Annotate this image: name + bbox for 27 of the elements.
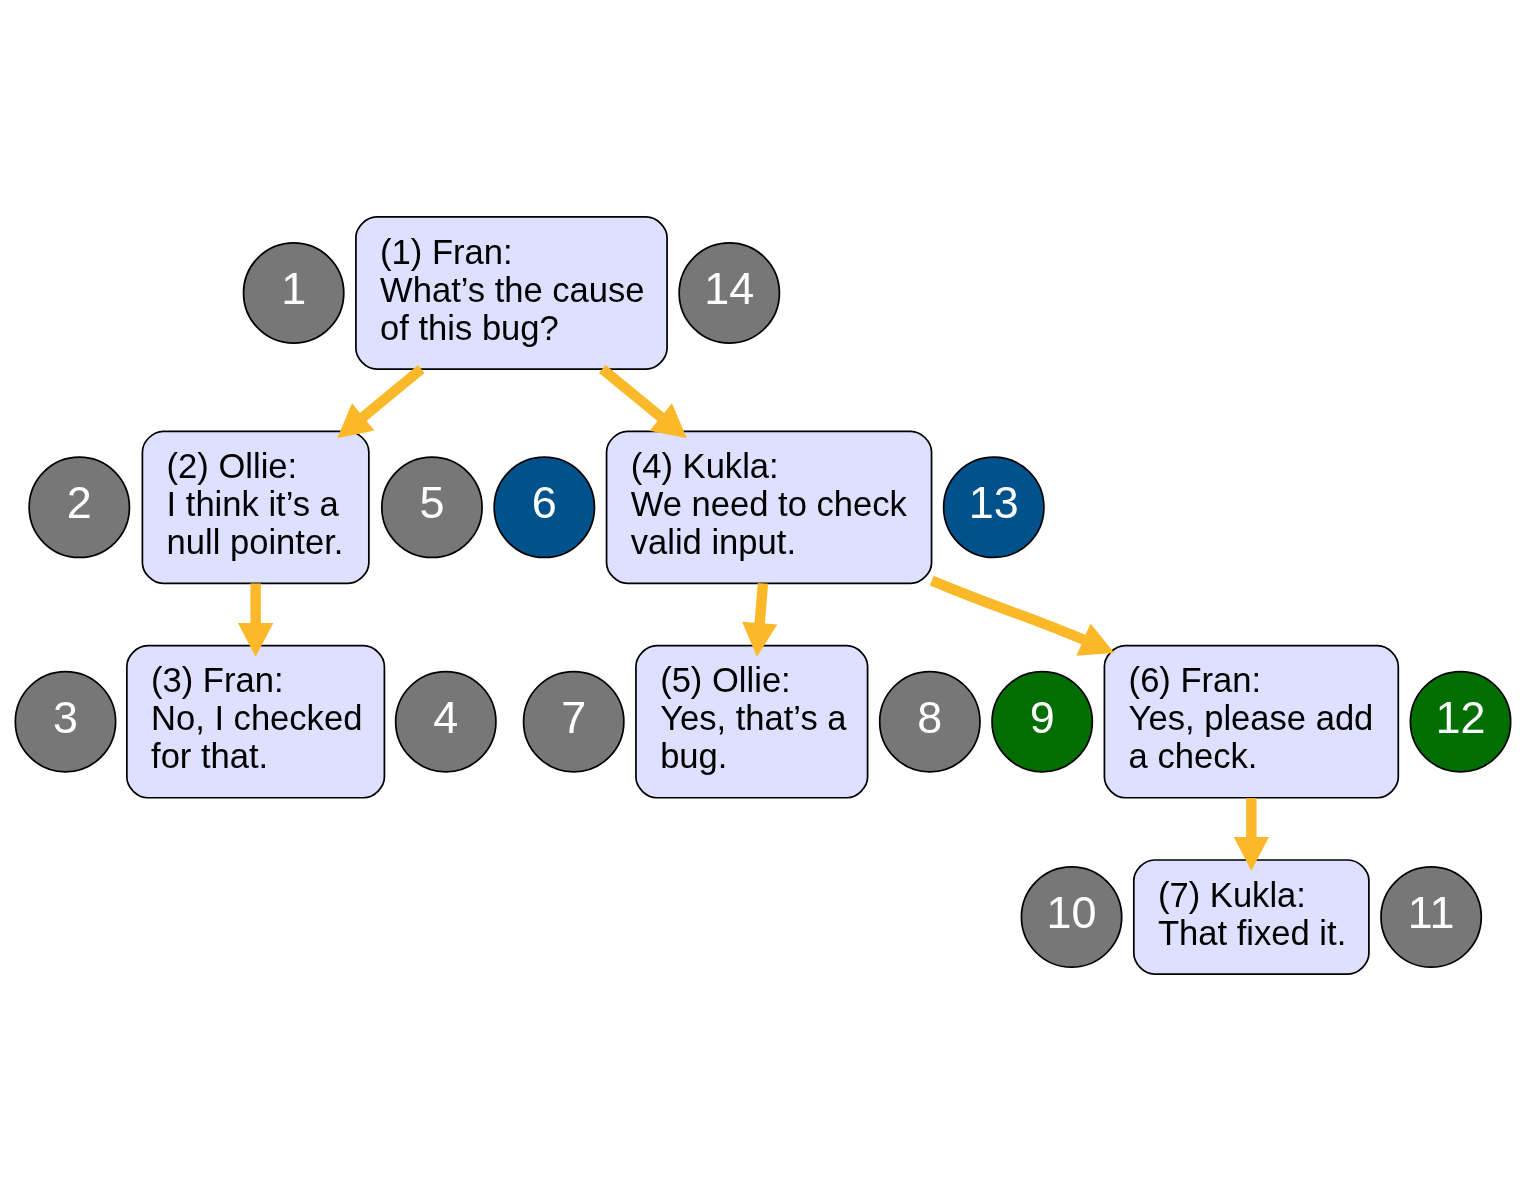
arrow <box>237 582 274 657</box>
node-circle: 9 <box>991 670 1094 773</box>
node-circle: 6 <box>493 455 596 558</box>
node-circle: 13 <box>942 455 1045 558</box>
arrow <box>742 582 778 657</box>
node-box: (5) Ollie: Yes, that’s a bug. <box>635 644 869 799</box>
node-box: (2) Ollie: I think it’s a null pointer. <box>141 429 370 584</box>
node-box: (1) Fran: What’s the cause of this bug? <box>355 215 668 370</box>
node-circle: 11 <box>1380 865 1483 968</box>
node-circle: 14 <box>678 241 781 344</box>
node-circle: 1 <box>242 241 345 344</box>
node-circle: 10 <box>1020 865 1123 968</box>
arrow <box>337 364 425 438</box>
node-circle: 2 <box>28 455 131 558</box>
arrow <box>599 364 687 438</box>
node-box: (6) Fran: Yes, please add a check. <box>1103 644 1400 799</box>
arrow <box>1233 797 1269 871</box>
node-circle: 4 <box>394 670 497 773</box>
node-box: (4) Kukla: We need to check valid input. <box>605 429 933 584</box>
node-circle: 8 <box>878 670 981 773</box>
node-box: (7) Kukla: That fixed it. <box>1132 858 1370 975</box>
node-box: (3) Fran: No, I checked for that. <box>125 644 386 799</box>
node-circle: 7 <box>522 670 625 773</box>
arrow <box>929 575 1115 656</box>
node-circle: 3 <box>14 670 117 773</box>
node-circle: 5 <box>380 455 483 558</box>
node-circle: 12 <box>1409 670 1512 773</box>
